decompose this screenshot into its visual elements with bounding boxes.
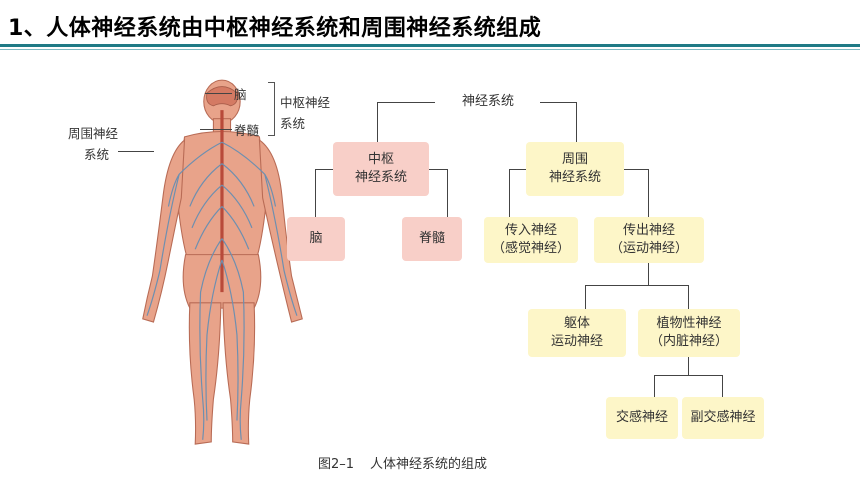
title-divider-thin bbox=[0, 49, 860, 50]
title-divider bbox=[0, 44, 860, 47]
node-spinal-cord: 脊髓 bbox=[402, 217, 462, 261]
node-nervous-system: 神经系统 bbox=[461, 94, 514, 109]
node-sympathetic: 交感神经 bbox=[606, 397, 678, 439]
edge-cns-left bbox=[315, 169, 333, 170]
label-cns-line2: 系统 bbox=[280, 116, 306, 131]
label-pns-line1: 周围神经 bbox=[68, 126, 119, 141]
cns-bracket bbox=[268, 82, 275, 136]
figure-caption: 图2–1 人体神经系统的组成 bbox=[318, 453, 487, 472]
label-pns-line2: 系统 bbox=[84, 147, 110, 162]
edge-root-cns-down bbox=[377, 102, 378, 142]
edge-root-right bbox=[540, 102, 576, 103]
label-brain: 脑 bbox=[234, 87, 247, 102]
edge-efferent-somatic-down bbox=[585, 285, 586, 309]
pointer-brain bbox=[205, 93, 232, 94]
edge-cns-brain-down bbox=[315, 169, 316, 217]
label-spinal-cord: 脊髓 bbox=[234, 123, 260, 138]
edge-efferent-horizontal bbox=[585, 285, 688, 286]
figure-caption-text: 人体神经系统的组成 bbox=[370, 457, 488, 472]
edge-root-left bbox=[377, 102, 435, 103]
page-title: 1、人体神经系统由中枢神经系统和周围神经系统组成 bbox=[8, 16, 542, 41]
figure-caption-number: 图2–1 bbox=[318, 457, 355, 472]
edge-autonomic-symp-down bbox=[654, 375, 655, 397]
node-parasympathetic: 副交感神经 bbox=[682, 397, 764, 439]
edge-autonomic-down bbox=[688, 357, 689, 375]
node-brain: 脑 bbox=[287, 217, 345, 261]
pointer-pns bbox=[118, 151, 154, 152]
edge-pns-right bbox=[624, 169, 648, 170]
pointer-spinal-cord bbox=[200, 129, 232, 130]
edge-autonomic-parasymp-down bbox=[722, 375, 723, 397]
edge-efferent-down bbox=[648, 263, 649, 285]
node-pns: 周围神经系统 bbox=[526, 142, 624, 196]
edge-cns-right bbox=[429, 169, 447, 170]
node-autonomic: 植物性神经（内脏神经） bbox=[638, 309, 740, 357]
label-cns-line1: 中枢神经 bbox=[280, 95, 331, 110]
edge-pns-afferent-down bbox=[509, 169, 510, 217]
edge-cns-spinal-down bbox=[447, 169, 448, 217]
edge-root-pns-down bbox=[576, 102, 577, 142]
node-efferent-nerve: 传出神经（运动神经） bbox=[594, 217, 704, 263]
edge-pns-left bbox=[509, 169, 526, 170]
node-afferent-nerve: 传入神经（感觉神经） bbox=[484, 217, 578, 263]
node-somatic-motor: 躯体运动神经 bbox=[528, 309, 626, 357]
edge-autonomic-horizontal bbox=[654, 375, 722, 376]
edge-efferent-autonomic-down bbox=[688, 285, 689, 309]
node-cns: 中枢神经系统 bbox=[333, 142, 429, 196]
edge-pns-efferent-down bbox=[648, 169, 649, 217]
human-nervous-system-illustration bbox=[142, 79, 303, 445]
